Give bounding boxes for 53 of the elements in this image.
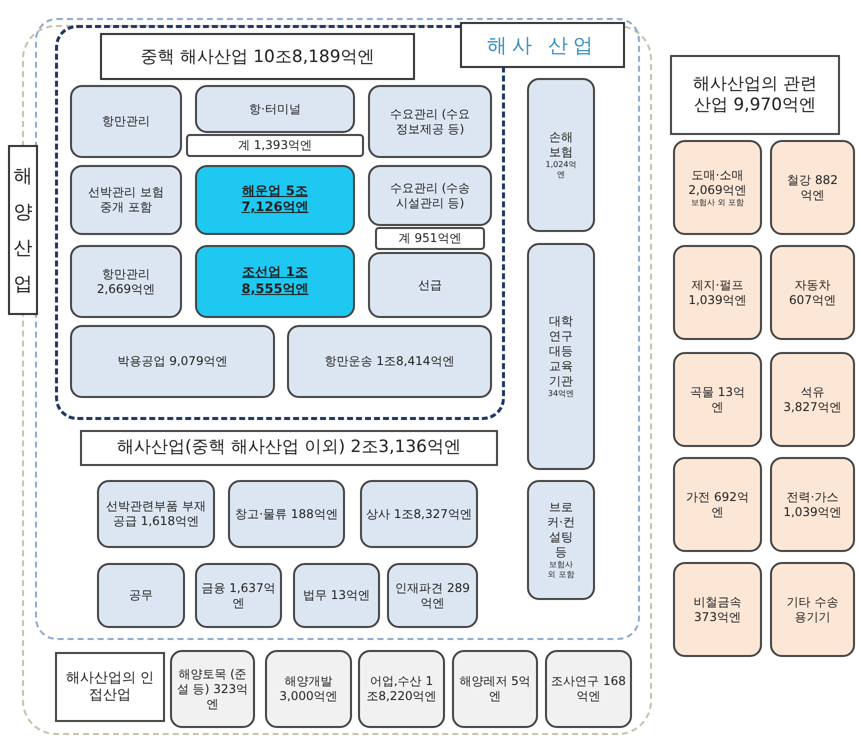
heading-label: 해사 산업	[460, 22, 625, 68]
industry-box: 항만관리	[70, 85, 182, 158]
industry-box: 해운업 5조7,126억엔	[195, 165, 355, 235]
heading-label: 중핵 해사산업 10조8,189억엔	[100, 33, 415, 80]
industry-box: 어업,수산 1조8,220억엔	[358, 650, 445, 728]
box-text: 도매·소매 2,069억엔	[687, 168, 748, 198]
industry-box: 수요관리 (수송시설관리 등)	[368, 165, 492, 226]
industry-box: 곡물 13억엔	[673, 352, 762, 447]
industry-box: 석유 3,827억엔	[770, 352, 855, 447]
industry-box	[527, 480, 595, 600]
industry-box: 조선업 1조8,555억엔	[195, 245, 355, 318]
industry-box: 가전 692억엔	[673, 457, 762, 552]
industry-box: 박용공업 9,079억엔	[70, 325, 275, 398]
industry-box: 자동차 607억엔	[770, 245, 855, 340]
box-text: 브로커·컨설팅 등	[546, 500, 576, 560]
industry-box: 금융 1,637억엔	[195, 563, 282, 628]
industry-box: 기타 수송용기기	[770, 562, 855, 657]
box-note: 보험사 외 포함	[546, 560, 576, 580]
industry-box: 항·터미널	[195, 85, 355, 133]
industry-box: 창고·물류 188억엔	[228, 480, 345, 548]
total-label: 계 951억엔	[375, 227, 485, 250]
box-text: 손해보험	[548, 130, 574, 160]
industry-box: 조사연구 168억엔	[545, 650, 632, 728]
industry-box: 선급	[368, 252, 492, 318]
industry-box: 철강 882억엔	[770, 140, 855, 235]
industry-box: 인재파견 289억엔	[387, 563, 478, 628]
industry-box: 해양레저 5억엔	[452, 650, 538, 728]
box-note: 1,024억엔	[545, 160, 577, 180]
industry-box: 해양토목 (준설 등) 323억엔	[170, 650, 255, 728]
total-label: 계 1,393억엔	[186, 134, 364, 157]
industry-box: 선박관련부품 부재공급 1,618억엔	[97, 480, 215, 548]
industry-box	[527, 243, 595, 470]
industry-box: 법무 13억엔	[293, 563, 380, 628]
box-text: 대학연구대등 교육기관	[548, 314, 574, 389]
heading-label: 해사산업의 관련 산업 9,970억엔	[670, 55, 840, 135]
industry-box: 해양개발 3,000억엔	[265, 650, 352, 728]
vertical-label: 해양산업	[8, 145, 38, 315]
industry-box: 선박관리 보험중개 포함	[70, 165, 182, 235]
industry-box: 항만관리 2,669억엔	[70, 245, 182, 318]
box-note: 34억엔	[548, 389, 574, 399]
region-frame	[35, 18, 640, 640]
industry-box	[673, 140, 762, 235]
industry-box: 수요관리 (수요정보제공 등)	[368, 85, 492, 158]
heading-label: 해사산업(중핵 해사산업 이외) 2조3,136억엔	[80, 430, 498, 466]
heading-label: 해사산업의 인접산업	[55, 652, 165, 722]
industry-box: 공무	[97, 563, 185, 628]
industry-box: 제지·펄프 1,039억엔	[673, 245, 762, 340]
industry-box	[527, 78, 595, 232]
industry-box: 비철금속 373억엔	[673, 562, 762, 657]
industry-box: 전력·가스 1,039억엔	[770, 457, 855, 552]
industry-box: 상사 1조8,327억엔	[360, 480, 478, 548]
industry-box: 항만운송 1조8,414억엔	[287, 325, 492, 398]
box-note: 보험사 외 포함	[690, 198, 744, 208]
